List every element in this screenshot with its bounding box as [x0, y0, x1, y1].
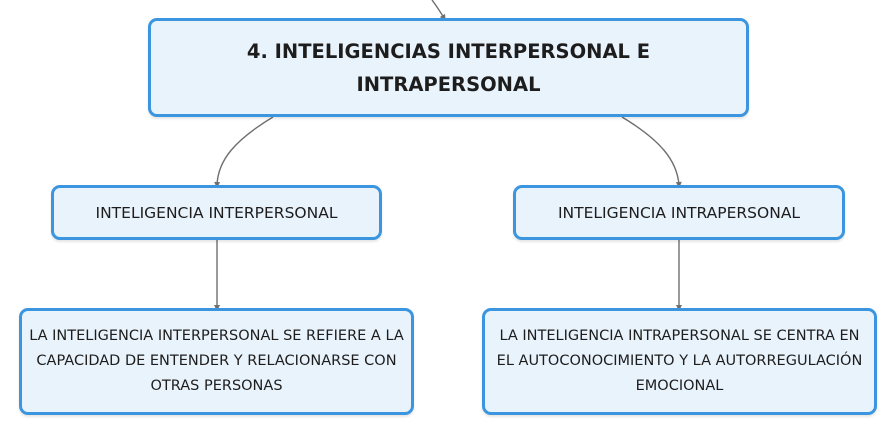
intrapersonal-topic-node[interactable]: INTELIGENCIA INTRAPERSONAL: [513, 185, 845, 240]
main-topic-label: 4. INTELIGENCIAS INTERPERSONAL E INTRAPE…: [246, 39, 651, 96]
connector-main-to-intrapersonal: [621, 116, 682, 188]
interpersonal-topic-node[interactable]: INTELIGENCIA INTERPERSONAL: [51, 185, 382, 240]
connector-main-to-interpersonal: [214, 116, 274, 188]
interpersonal-description-text: LA INTELIGENCIA INTERPERSONAL SE REFIERE…: [29, 328, 404, 394]
interpersonal-description-node[interactable]: LA INTELIGENCIA INTERPERSONAL SE REFIERE…: [19, 308, 414, 415]
intrapersonal-description-node[interactable]: LA INTELIGENCIA INTRAPERSONAL SE CENTRA …: [482, 308, 877, 415]
intrapersonal-topic-label: INTELIGENCIA INTRAPERSONAL: [557, 203, 801, 222]
main-topic-node[interactable]: 4. INTELIGENCIAS INTERPERSONAL E INTRAPE…: [148, 18, 749, 117]
interpersonal-topic-label: INTELIGENCIA INTERPERSONAL: [95, 203, 338, 222]
intrapersonal-description-text: LA INTELIGENCIA INTRAPERSONAL SE CENTRA …: [496, 328, 863, 394]
incoming-connector: [431, 0, 446, 21]
